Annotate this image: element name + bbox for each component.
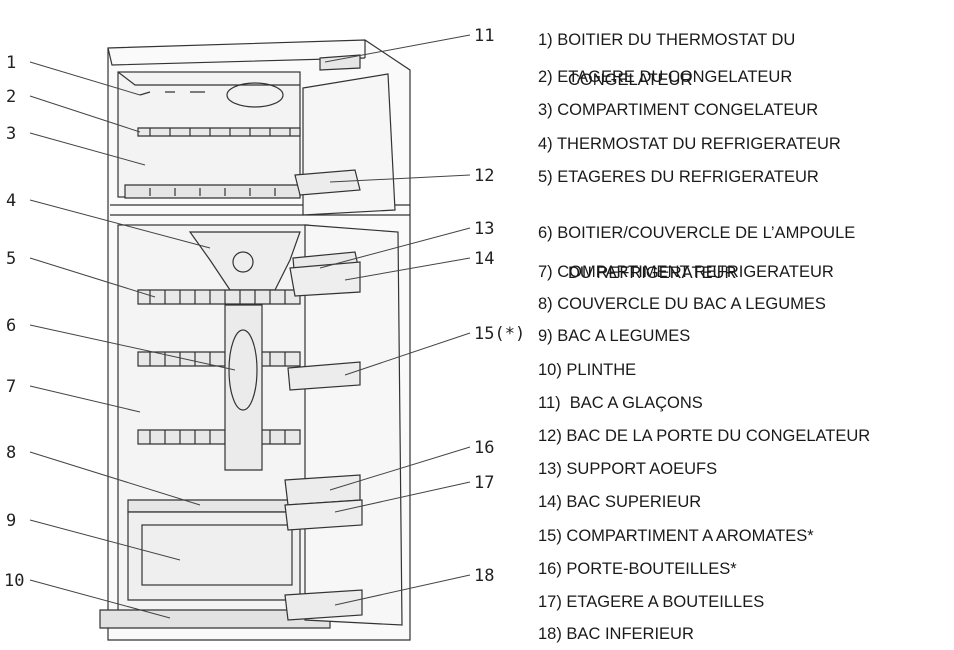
callout-9: 9 xyxy=(6,511,16,531)
legend-text: 12) BAC DE LA PORTE DU CONGELATEUR xyxy=(538,427,871,445)
legend-item-7: 7) COMPARTIMENT REFRIGERATEUR xyxy=(538,262,834,282)
legend-item-9: 9) BAC A LEGUMES xyxy=(538,326,690,346)
bottle-shelf xyxy=(284,499,363,531)
callout-10: 10 xyxy=(4,571,24,591)
legend-text: 14) BAC SUPERIEUR xyxy=(538,493,702,511)
crisper-cover xyxy=(127,499,301,513)
callout-3: 3 xyxy=(6,124,16,144)
callout-8: 8 xyxy=(6,443,16,463)
legend-text-cont: CONGELATEUR xyxy=(568,71,693,89)
freezer-door-bin xyxy=(294,169,361,196)
legend-text: 6) BOITIER/COUVERCLE DE L’AMPOULE xyxy=(538,224,856,242)
legend-text: 11) BAC A GLAÇONS xyxy=(538,394,703,412)
legend-item-3: 3) COMPARTIMENT CONGELATEUR xyxy=(538,100,818,120)
legend-text: 1) BOITIER DU THERMOSTAT DU xyxy=(538,31,796,49)
legend-item-10: 10) PLINTHE xyxy=(538,360,636,380)
freezer-shelf xyxy=(137,127,301,137)
legend-item-5: 5) ETAGERES DU REFRIGERATEUR xyxy=(538,167,819,187)
callout-2: 2 xyxy=(6,87,16,107)
callout-6: 6 xyxy=(6,316,16,336)
legend-text: 9) BAC A LEGUMES xyxy=(538,327,691,345)
legend-item-6: 6) BOITIER/COUVERCLE DE L’AMPOULE DU REF… xyxy=(538,203,855,303)
callout-17: 17 xyxy=(474,473,494,493)
legend-item-14: 14) BAC SUPERIEUR xyxy=(538,492,701,512)
legend-item-1: 1) BOITIER DU THERMOSTAT DU CONGELATEUR xyxy=(538,10,795,110)
legend-text: 10) PLINTHE xyxy=(538,361,637,379)
legend-item-4: 4) THERMOSTAT DU REFRIGERATEUR xyxy=(538,134,841,154)
callout-14: 14 xyxy=(474,249,494,269)
fridge-shelf-1 xyxy=(137,289,301,305)
callout-12: 12 xyxy=(474,166,494,186)
legend-text: 18) BAC INFERIEUR xyxy=(538,625,694,643)
legend-text: 7) COMPARTIMENT REFRIGERATEUR xyxy=(538,263,834,281)
legend-text: 16) PORTE-BOUTEILLES* xyxy=(538,560,737,578)
legend-item-17: 17) ETAGERE A BOUTEILLES xyxy=(538,592,764,612)
legend-item-18: 18) BAC INFERIEUR xyxy=(538,624,694,644)
legend-text: 4) THERMOSTAT DU REFRIGERATEUR xyxy=(538,135,841,153)
callout-5: 5 xyxy=(6,249,16,269)
legend-text: 15) COMPARTIMENT A AROMATES* xyxy=(538,527,814,545)
legend-text: 3) COMPARTIMENT CONGELATEUR xyxy=(538,101,819,119)
legend-item-2: 2) ETAGERE DU CONGELATEUR xyxy=(538,67,792,87)
freezer-thermostat-box xyxy=(226,82,284,108)
callout-15: 15(*) xyxy=(474,324,525,344)
callout-4: 4 xyxy=(6,191,16,211)
callout-11: 11 xyxy=(474,26,494,46)
ice-tray xyxy=(319,54,361,71)
legend-text: 13) SUPPORT AOEUFS xyxy=(538,460,718,478)
legend-item-15: 15) COMPARTIMENT A AROMATES* xyxy=(538,526,814,546)
lamp-cover xyxy=(224,304,263,471)
legend-text: 8) COUVERCLE DU BAC A LEGUMES xyxy=(538,295,826,313)
callout-18: 18 xyxy=(474,566,494,586)
legend-item-16: 16) PORTE-BOUTEILLES* xyxy=(538,559,737,579)
legend-text-cont: DU REFRIGERATEUR xyxy=(568,264,737,282)
callout-7: 7 xyxy=(6,377,16,397)
legend-text: 17) ETAGERE A BOUTEILLES xyxy=(538,593,765,611)
legend-item-8: 8) COUVERCLE DU BAC A LEGUMES xyxy=(538,294,826,314)
legend-item-13: 13) SUPPORT AOEUFS xyxy=(538,459,717,479)
legend-item-12: 12) BAC DE LA PORTE DU CONGELATEUR xyxy=(538,426,870,446)
legend-text: 2) ETAGERE DU CONGELATEUR xyxy=(538,68,793,86)
lower-door-bin xyxy=(284,589,363,621)
fridge-shelf-3 xyxy=(137,429,301,445)
callout-13: 13 xyxy=(474,219,494,239)
callout-1: 1 xyxy=(6,53,16,73)
legend-text: 5) ETAGERES DU REFRIGERATEUR xyxy=(538,168,819,186)
legend-item-11: 11) BAC A GLAÇONS xyxy=(538,393,703,413)
herb-compartment xyxy=(287,361,361,391)
callout-16: 16 xyxy=(474,438,494,458)
